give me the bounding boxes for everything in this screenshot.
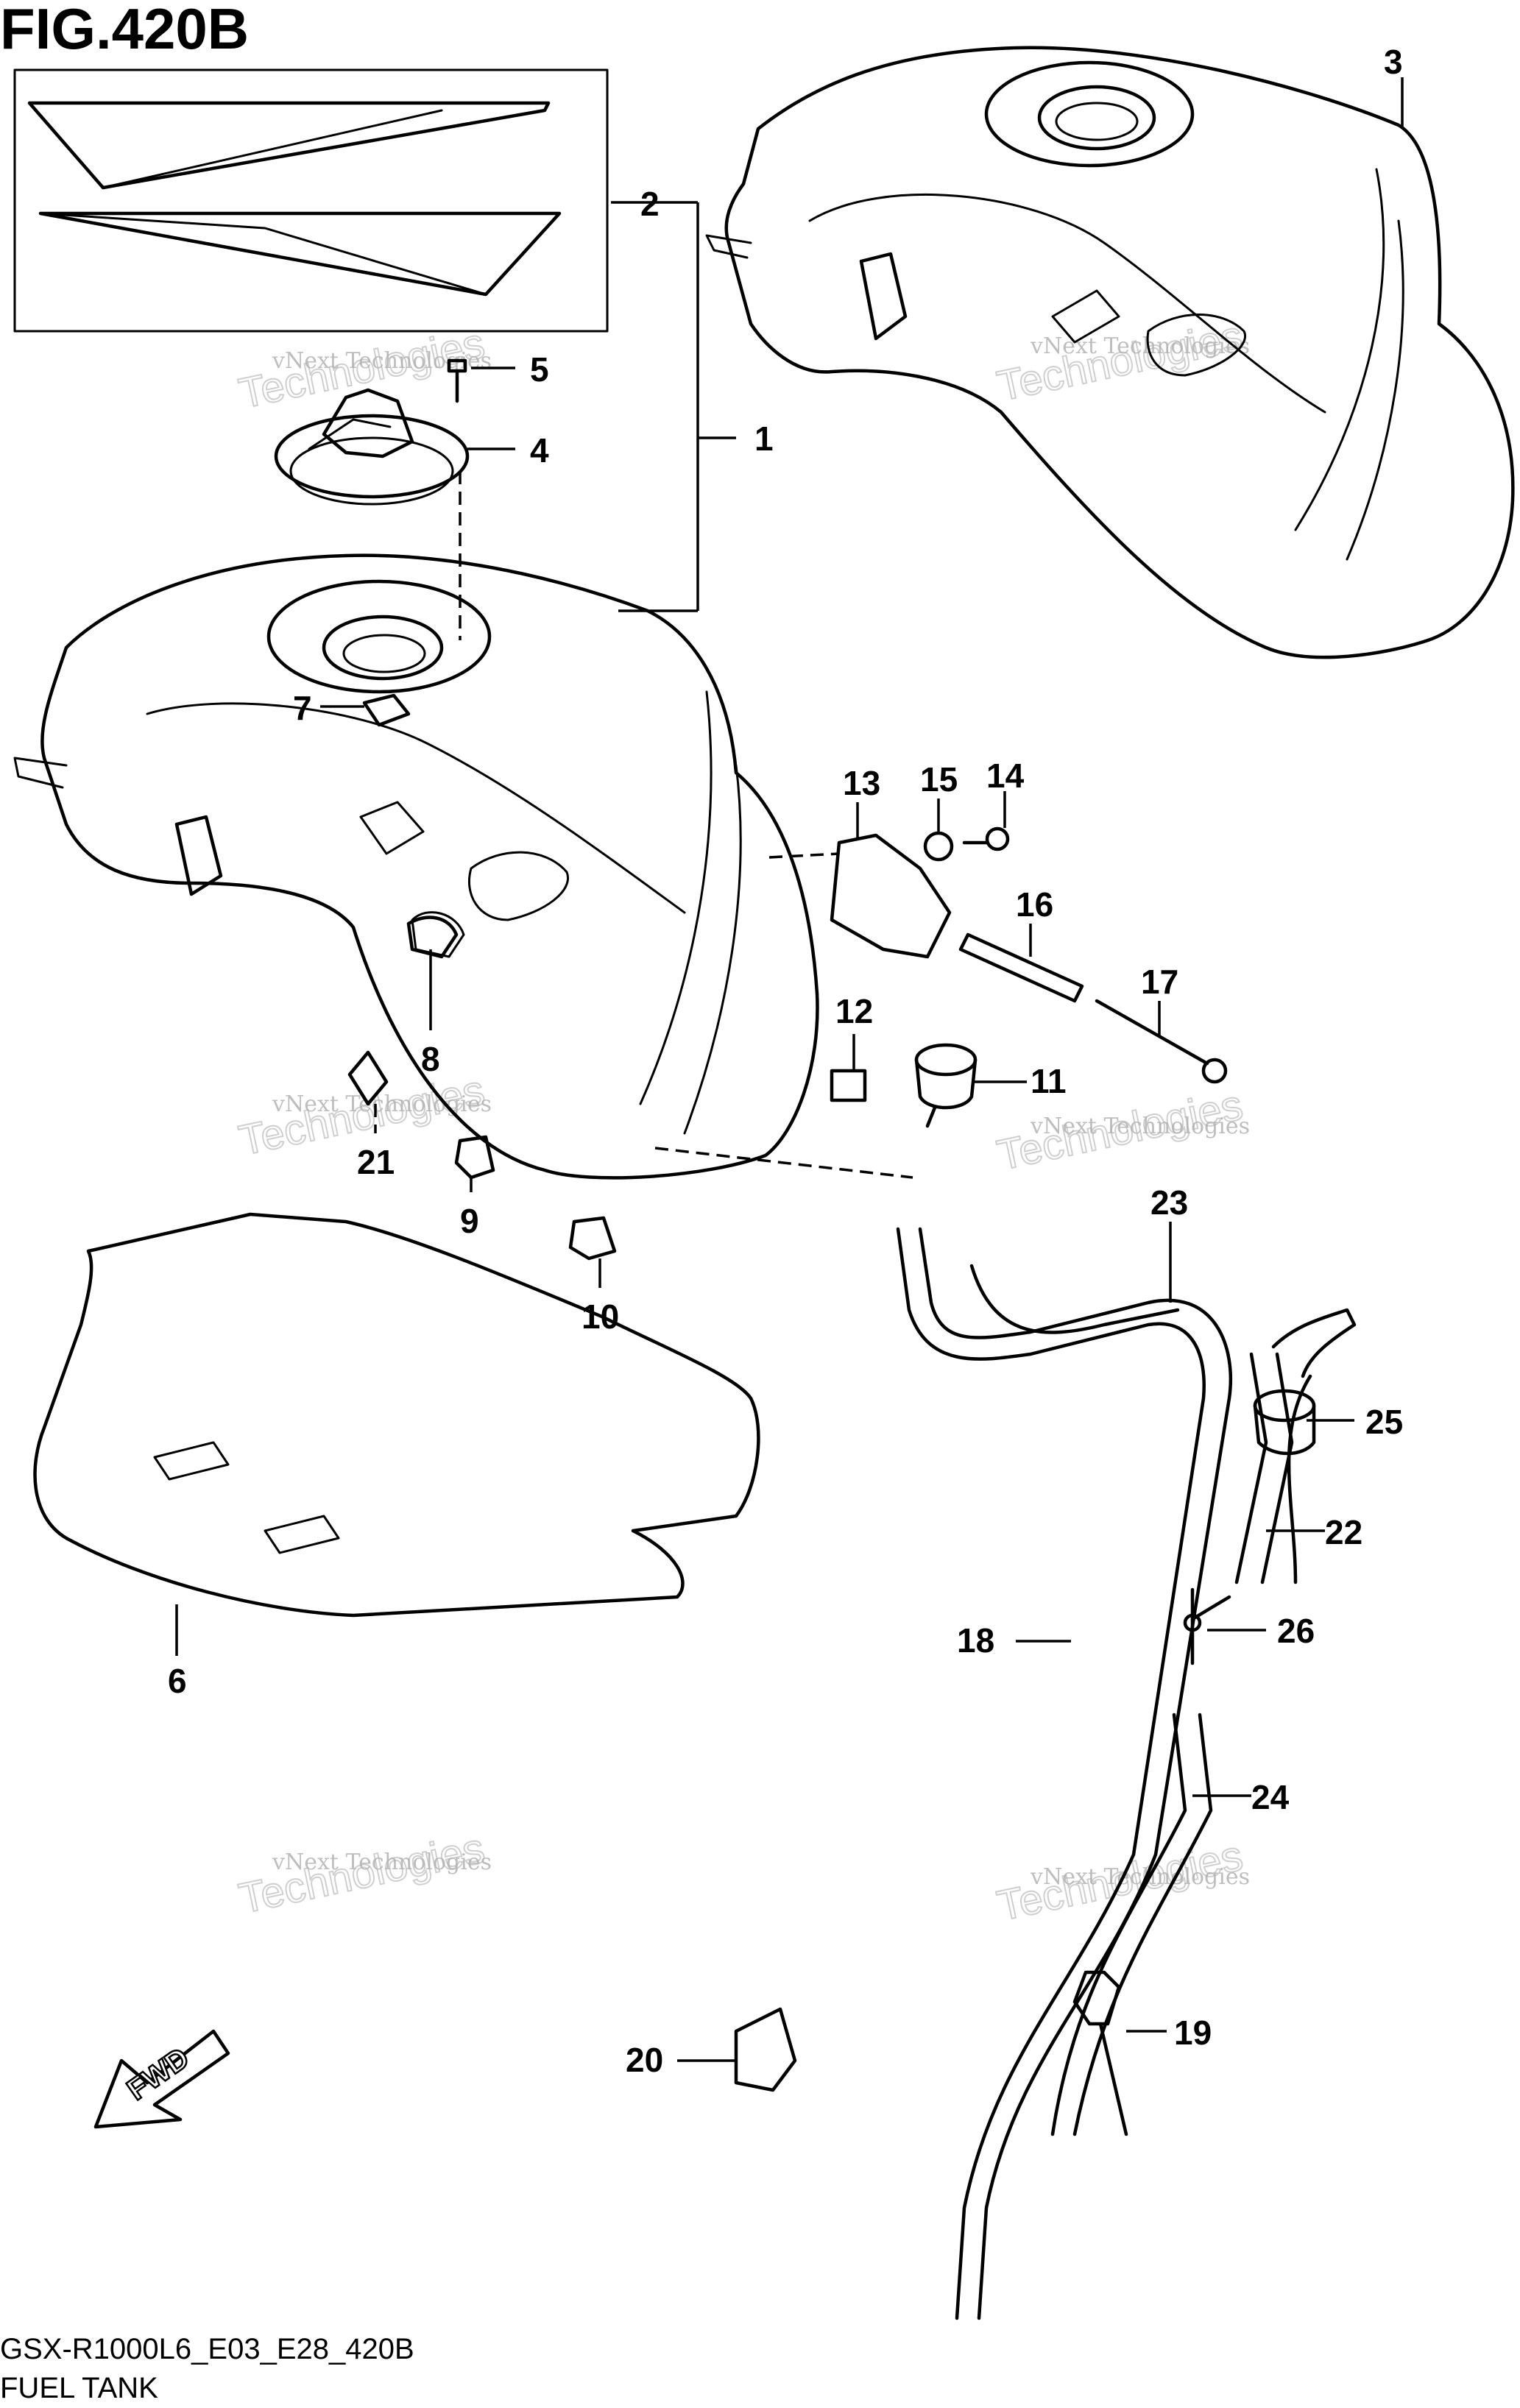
callout-23: 23: [1150, 1183, 1188, 1222]
watermark-text: vNext Technologies: [1030, 333, 1250, 359]
cushion: [347, 1050, 389, 1106]
fuel-tank-main: [13, 553, 819, 1180]
callout-26: 26: [1277, 1612, 1315, 1650]
callout-17: 17: [1141, 963, 1178, 1001]
watermark-text: vNext Technologies: [1030, 1113, 1250, 1139]
callout-3: 3: [1384, 43, 1403, 81]
callout-7: 7: [293, 689, 312, 727]
clip: [454, 1135, 495, 1180]
callout-20: 20: [626, 2041, 663, 2079]
holder: [734, 2007, 797, 2092]
forward-arrow: FWD: [93, 2029, 230, 2129]
fuel-tank-upper: [705, 46, 1515, 659]
leader-lines: [175, 77, 1404, 2062]
callout-13: 13: [843, 764, 880, 802]
screw: [447, 358, 467, 403]
hoses: [896, 1227, 1357, 2320]
watermark-text: vNext Technologies: [1030, 1864, 1250, 1890]
cable-tie: [1072, 1970, 1128, 2136]
callout-6: 6: [168, 1662, 187, 1700]
callout-19: 19: [1174, 2014, 1212, 2052]
callout-11: 11: [1031, 1062, 1067, 1100]
joint: [1183, 1587, 1231, 1665]
bracket: [830, 833, 952, 959]
watermark-text: vNext Technologies: [272, 1849, 492, 1875]
callout-18: 18: [957, 1621, 994, 1660]
footer-name: FUEL TANK: [0, 2372, 158, 2404]
spacer-tube: [958, 932, 1084, 1003]
filter-pad: [830, 1069, 867, 1102]
caution-label: [362, 693, 411, 727]
callout-12: 12: [835, 992, 873, 1030]
decal-set: [13, 68, 609, 333]
callout-16: 16: [1016, 885, 1053, 924]
callout-2: 2: [640, 185, 660, 223]
rollover-valve: [914, 1043, 978, 1128]
footer-code: GSX-R1000L6_E03_E28_420B: [0, 2333, 414, 2365]
cap: [1253, 1389, 1316, 1456]
callout-24: 24: [1251, 1778, 1290, 1816]
callout-5: 5: [530, 350, 549, 389]
callout-9: 9: [460, 1202, 479, 1240]
callout-8: 8: [421, 1040, 440, 1078]
callout-15: 15: [920, 760, 958, 798]
long-bolt: [1095, 999, 1228, 1084]
callout-21: 21: [357, 1143, 395, 1181]
grommet: [568, 1216, 617, 1261]
fuel-pump-cap: [274, 388, 470, 506]
callout-4: 4: [530, 431, 549, 470]
damper: [406, 916, 459, 959]
callout-10: 10: [582, 1297, 619, 1336]
callout-25: 25: [1365, 1403, 1403, 1441]
callout-22: 22: [1325, 1513, 1362, 1551]
callout-1: 1: [754, 419, 774, 458]
bolt: [962, 826, 1010, 851]
callout-labels: 1 2 3 4 5 6 7 8 9 10 11 12 13 14 15 16 1…: [168, 43, 1403, 2079]
tank-cushion-mat: [33, 1212, 760, 1618]
callout-14: 14: [986, 757, 1025, 795]
figure-title: FIG.420B: [0, 0, 249, 61]
watermark-outline: Technologies: [235, 1824, 489, 1923]
nut: [923, 831, 954, 862]
